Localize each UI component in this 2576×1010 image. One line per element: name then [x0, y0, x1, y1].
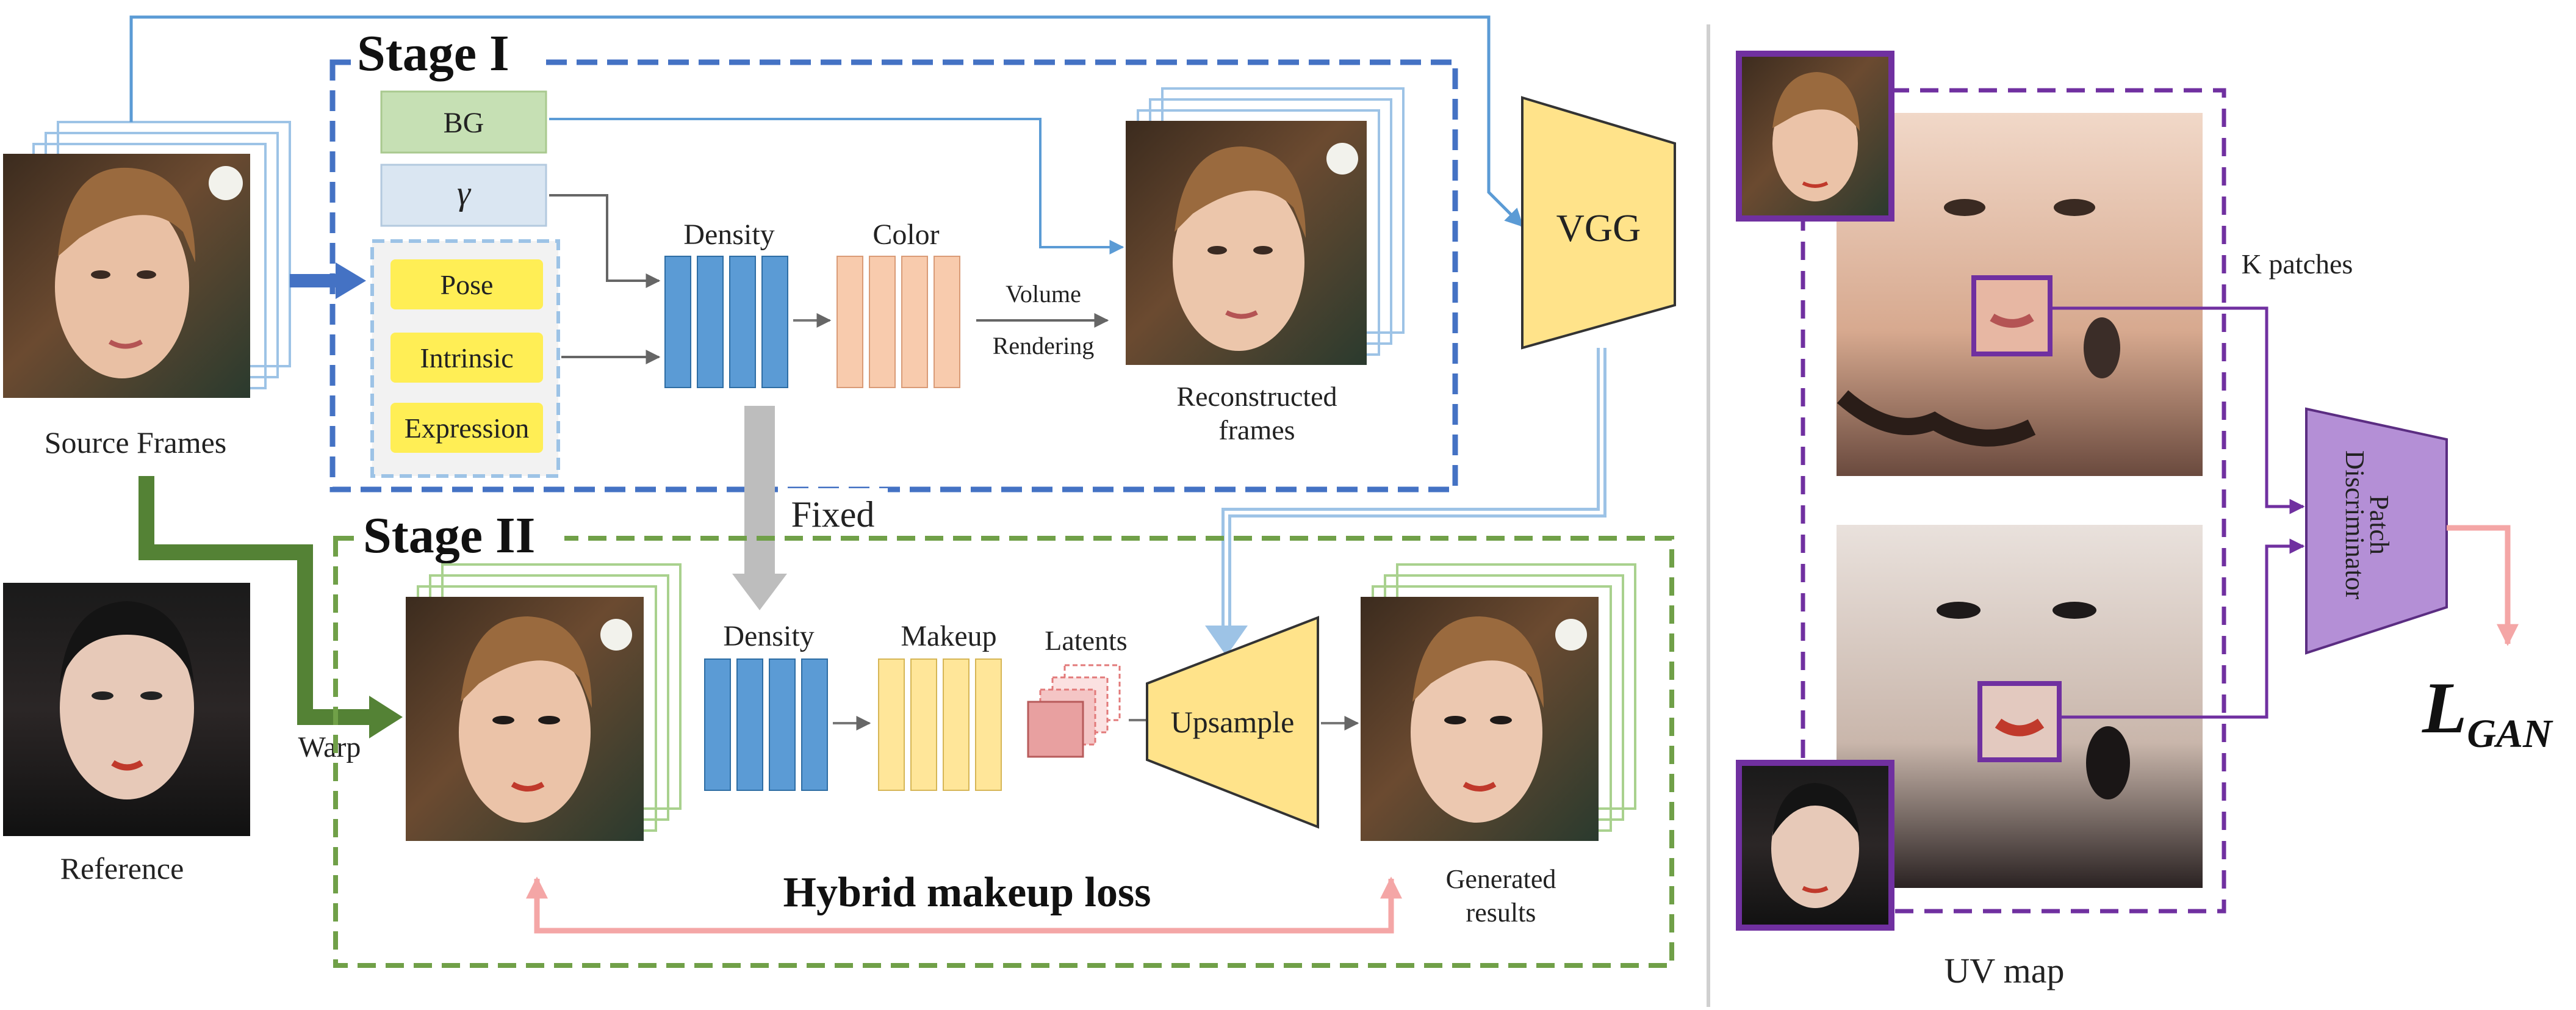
- gamma-box: [380, 164, 547, 227]
- uv-source-thumbnail: [1736, 51, 1894, 222]
- stage2-frame: [333, 536, 1674, 968]
- hybrid-loss-arrow: [526, 876, 1402, 934]
- patch1-to-discriminator-arrow: [2050, 306, 2305, 514]
- expression-label: Expression: [405, 413, 529, 444]
- discriminator-label-main: Discriminator: [2340, 450, 2370, 600]
- uv-map-frame: [1801, 88, 2226, 914]
- rendering-label: Rendering: [993, 332, 1095, 359]
- patch-discriminator-block: [2305, 407, 2448, 655]
- gamma-to-density-arrow: [549, 194, 661, 288]
- uv-patch-2: [1977, 681, 2062, 762]
- intrinsic-box: [390, 333, 543, 383]
- hybrid-loss-label: Hybrid makeup loss: [783, 869, 1151, 916]
- reconstructed-label-1: Reconstructed: [1176, 381, 1337, 412]
- vgg-block: [1521, 96, 1676, 350]
- latents-stack: [1027, 664, 1121, 758]
- reference-image: [3, 583, 250, 836]
- pose-box: [390, 259, 543, 309]
- source-frames-label: Source Frames: [45, 425, 227, 460]
- density2-label: Density: [723, 620, 814, 652]
- generated-frame-image: [1361, 597, 1599, 841]
- latents-label: Latents: [1045, 625, 1127, 656]
- generated-frames-stack: [1361, 563, 1636, 841]
- density-label: Density: [683, 218, 774, 251]
- color-mlp: [836, 256, 960, 388]
- volume-label: Volume: [1006, 280, 1081, 308]
- reconstructed-label-2: frames: [1218, 414, 1295, 445]
- intrinsic-label: Intrinsic: [420, 342, 513, 373]
- discriminator-to-loss-arrow: [2447, 525, 2519, 646]
- warp-arrow: [139, 476, 375, 725]
- fixed-label: Fixed: [791, 494, 875, 535]
- discriminator-label-patch: Patch: [2364, 495, 2394, 555]
- upsample-block: [1146, 616, 1319, 829]
- pose-label: Pose: [441, 269, 494, 300]
- gan-loss-symbol: LGAN: [2422, 667, 2553, 756]
- source-to-vgg-arrow: [129, 15, 1524, 228]
- patch2-to-discriminator-arrow: [2059, 538, 2305, 719]
- vgg-label: VGG: [1556, 206, 1641, 250]
- makeup-label: Makeup: [901, 620, 996, 652]
- uv-patch-1: [1971, 275, 2053, 356]
- gan-loss-main: L: [2422, 667, 2467, 748]
- stage2-title: Stage II: [363, 507, 535, 564]
- source-frame-image: [3, 154, 250, 398]
- warp-label: Warp: [298, 731, 361, 763]
- stage1-title: Stage I: [357, 25, 509, 82]
- source-frames-stack: [3, 121, 291, 398]
- makeup-mlp: [878, 658, 1002, 791]
- reconstructed-frame-image: [1126, 121, 1367, 365]
- generated-label-2: results: [1466, 898, 1536, 928]
- bg-label: BG: [444, 107, 484, 139]
- uv-map-label: UV map: [1944, 951, 2064, 990]
- bg-box: [380, 90, 547, 154]
- uv-reference-thumbnail: [1736, 760, 1894, 931]
- upsample-label: Upsample: [1171, 705, 1295, 739]
- density-mlp: [664, 256, 788, 388]
- gan-loss-subscript: GAN: [2467, 712, 2553, 756]
- k-patches-label: K patches: [2242, 248, 2353, 280]
- stage1-frame: [329, 59, 1458, 492]
- color-label: Color: [872, 218, 939, 251]
- warped-frame-image: [406, 597, 644, 841]
- warped-frames-stack: [406, 563, 682, 841]
- reference-label: Reference: [60, 851, 184, 886]
- bg-to-reconstructed-arrow: [549, 118, 1124, 254]
- generated-label-1: Generated: [1446, 864, 1556, 894]
- expression-box: [390, 403, 543, 453]
- reconstructed-frames-stack: [1126, 87, 1405, 365]
- density2-mlp: [704, 658, 828, 791]
- gamma-label: γ: [457, 175, 472, 212]
